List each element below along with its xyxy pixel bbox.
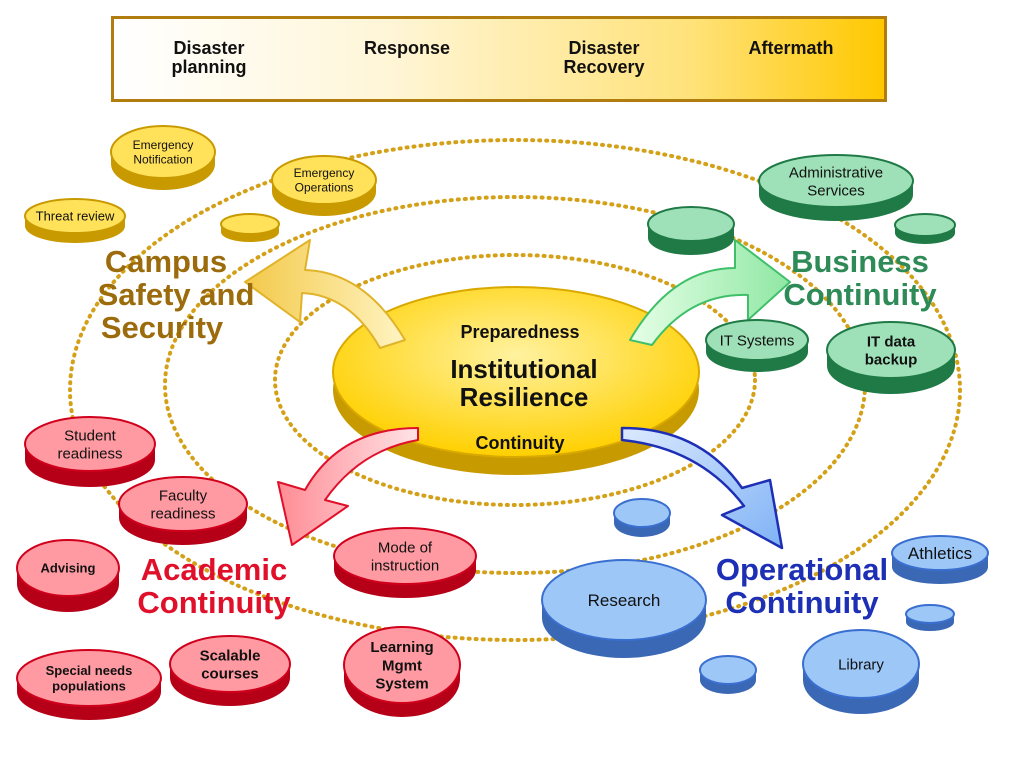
arrow-to-operational (620, 426, 784, 550)
pill-label: Administrative (789, 164, 883, 181)
phase-disaster-planning: Disaster planning (171, 38, 247, 77)
phase-aftermath: Aftermath (748, 38, 834, 58)
pill-advising: Advising (16, 539, 120, 612)
pill-label: Research (588, 591, 661, 610)
pill-label: IT Systems (720, 332, 795, 349)
pill-library: Library (802, 629, 920, 714)
svg-text:Security: Security (101, 310, 224, 345)
pill-label: Student (64, 427, 117, 444)
arrow-to-academic (277, 427, 419, 546)
svg-text:Continuity: Continuity (783, 277, 937, 312)
pill-label: Mgmt (382, 657, 422, 674)
pill-label: backup (865, 352, 918, 369)
pill-label: Learning (370, 639, 433, 656)
center-disk: Preparedness Institutional Resilience Co… (332, 286, 700, 475)
svg-text:Continuity: Continuity (137, 585, 291, 620)
svg-text:Operational: Operational (716, 552, 888, 587)
arrow-to-business (629, 239, 791, 346)
pill-label: Scalable (200, 647, 261, 664)
ring-inner (273, 253, 757, 507)
pill-label: Mode of (378, 539, 433, 556)
pill-research: Research (541, 559, 707, 658)
pill-mode-of-instruction: Mode of instruction (333, 527, 477, 598)
pill-faculty-readiness: Faculty readiness (118, 476, 248, 545)
pill-it-systems: IT Systems (705, 319, 809, 372)
pill-label: Threat review (36, 209, 115, 224)
pill-label: Emergency (133, 138, 194, 152)
svg-text:Business: Business (791, 244, 929, 279)
svg-text:Safety and: Safety and (98, 277, 255, 312)
center-preparedness: Preparedness (460, 322, 579, 342)
pill-label: Athletics (908, 544, 972, 563)
center-title-line2: Resilience (460, 382, 589, 412)
blank-disc-20 (699, 655, 757, 694)
phase-response: Response (363, 38, 451, 58)
blank-disc-6 (894, 213, 956, 244)
pill-label: Special needs (46, 663, 133, 678)
center-title-line1: Institutional (450, 354, 597, 384)
pill-threat-review: Threat review (24, 198, 126, 243)
blank-disc-3 (220, 213, 280, 242)
svg-text:Campus: Campus (105, 244, 227, 279)
phase-disaster-recovery: Disaster Recovery (563, 38, 645, 77)
svg-text:Continuity: Continuity (725, 585, 879, 620)
arrow-to-campus (244, 239, 406, 349)
timeline-banner: Disaster planning Response Disaster Reco… (111, 16, 887, 102)
pill-label: Notification (133, 153, 192, 167)
pill-label: Emergency (294, 166, 355, 180)
pill-it-data-backup: IT data backup (826, 321, 956, 394)
blank-disc-19 (905, 604, 955, 631)
center-continuity: Continuity (476, 433, 565, 453)
pill-label: Library (838, 656, 884, 673)
pill-label: Faculty (159, 487, 208, 504)
pill-label: Operations (295, 181, 354, 195)
pill-label: readiness (150, 506, 215, 523)
pill-label: Advising (41, 561, 96, 576)
heading-campus-safety: Campus Safety and Security (98, 244, 255, 345)
pill-label: System (375, 676, 428, 693)
pill-athletics: Athletics (891, 535, 989, 584)
ring-outer (68, 138, 962, 642)
pill-group: EmergencyNotificationEmergencyOperations… (16, 125, 989, 720)
heading-academic-continuity: Academic Continuity (137, 552, 291, 620)
svg-text:Academic: Academic (141, 552, 287, 587)
pill-label: readiness (57, 446, 122, 463)
pill-label: IT data (867, 333, 916, 350)
pill-student-readiness: Student readiness (24, 416, 156, 487)
pill-label: instruction (371, 558, 439, 575)
heading-business-continuity: Business Continuity (783, 244, 937, 312)
pill-label: courses (201, 666, 259, 683)
pill-label: populations (52, 679, 126, 694)
pill-scalable-courses: Scalable courses (169, 635, 291, 706)
heading-operational-continuity: Operational Continuity (716, 552, 888, 620)
pill-label: Services (807, 183, 865, 200)
blank-disc-5 (647, 206, 735, 255)
blank-disc-16 (613, 498, 671, 537)
